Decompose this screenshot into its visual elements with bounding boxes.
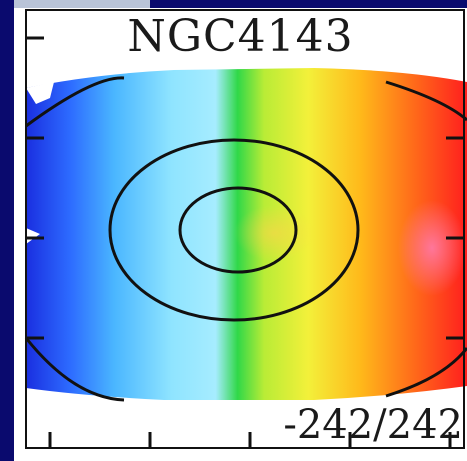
isophote-contours bbox=[24, 76, 467, 402]
plot-frame bbox=[25, 9, 465, 449]
velocity-map-panel: NGC4143 -242/242 bbox=[14, 8, 467, 461]
left-frame-bar bbox=[0, 0, 14, 461]
contour-outer-tr bbox=[385, 80, 467, 122]
top-frame-bar bbox=[150, 0, 467, 8]
pink-patch bbox=[398, 200, 466, 296]
contour-middle bbox=[108, 138, 360, 322]
tick-marks bbox=[26, 36, 464, 448]
top-left-strip bbox=[0, 0, 150, 8]
contour-outer-bl bbox=[24, 337, 125, 402]
velocity-map-svg bbox=[24, 9, 467, 449]
edge-notch-tl bbox=[26, 82, 54, 104]
contour-outer-br bbox=[385, 347, 467, 398]
velocity-range-label: -242/242 bbox=[283, 402, 463, 448]
contour-outer-tl bbox=[25, 76, 125, 128]
galaxy-title: NGC4143 bbox=[127, 11, 354, 62]
edge-notch-l bbox=[26, 228, 40, 244]
contour-inner bbox=[178, 186, 298, 274]
center-glow bbox=[234, 205, 314, 261]
